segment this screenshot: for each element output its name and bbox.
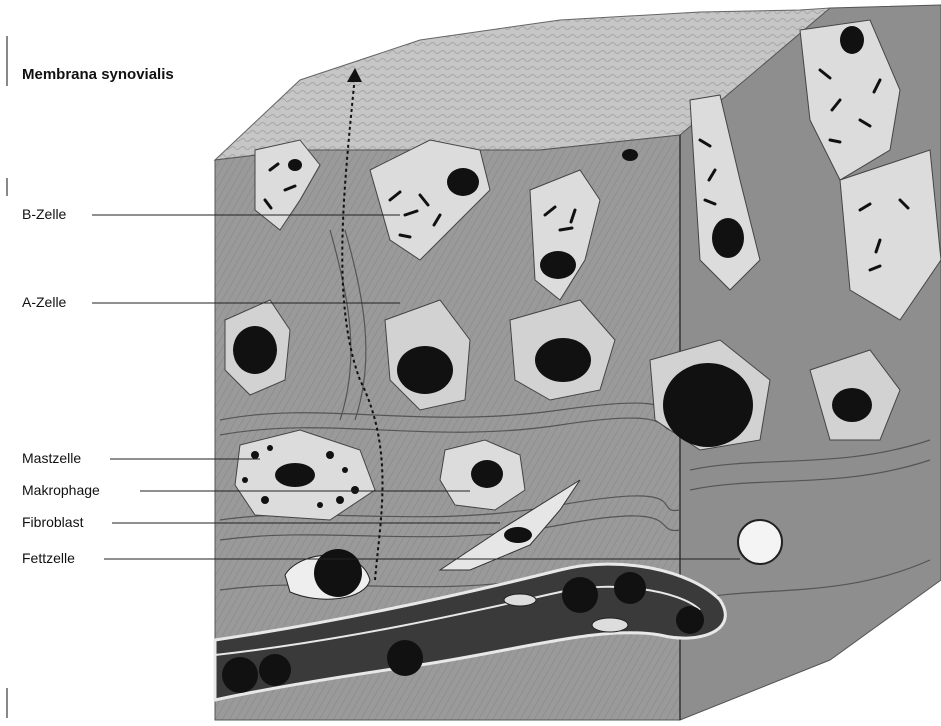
fat-cell bbox=[738, 520, 782, 564]
label-a-zelle: A-Zelle bbox=[22, 294, 66, 310]
label-b-zelle: B-Zelle bbox=[22, 206, 66, 222]
label-makrophage: Makrophage bbox=[22, 482, 100, 498]
label-mastzelle: Mastzelle bbox=[22, 450, 81, 466]
label-fettzelle: Fettzelle bbox=[22, 550, 75, 566]
label-fibroblast: Fibroblast bbox=[22, 514, 83, 530]
